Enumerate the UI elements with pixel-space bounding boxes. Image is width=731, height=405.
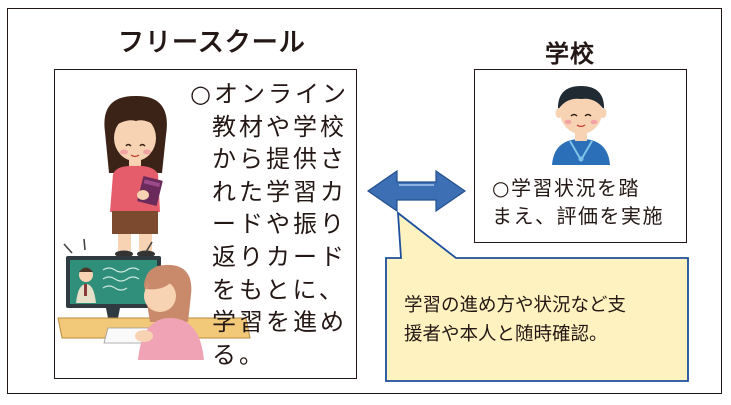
left-line: 学習を進め xyxy=(212,308,347,337)
right-line: ○学習状況を踏 xyxy=(492,176,640,200)
left-line: 教材や学校 xyxy=(212,112,347,141)
double-arrow-icon xyxy=(366,169,467,213)
left-line: をもとに、 xyxy=(212,275,346,304)
left-line: れた学習カ xyxy=(212,177,347,206)
left-line: 返りカード xyxy=(212,242,347,271)
free-school-description: ○オンライン 教材や学校 から提供さ れた学習カ ードや振り 返りカード をもと… xyxy=(190,78,349,371)
school-description: ○学習状況を踏 まえ、評価を実施 xyxy=(492,174,682,230)
right-line: まえ、評価を実施 xyxy=(492,204,664,228)
outer-frame xyxy=(7,8,722,394)
left-line: ○オンライン xyxy=(190,80,349,108)
callout-line: 学習の進め方や状況など支 xyxy=(404,295,627,316)
online-lesson-icon xyxy=(57,238,251,360)
left-line: から提供さ xyxy=(212,145,347,174)
school-title: 学校 xyxy=(545,40,595,68)
callout-text: 学習の進め方や状況など支 援者や本人と随時確認。 xyxy=(404,291,674,349)
callout-line: 援者や本人と随時確認。 xyxy=(404,324,608,345)
left-line: ードや振り xyxy=(212,210,347,239)
free-school-title: フリースクール xyxy=(118,28,306,58)
school-teacher-man-icon xyxy=(552,86,610,165)
teacher-woman-icon xyxy=(104,95,167,258)
callout-bubble xyxy=(385,211,689,382)
left-line: る。 xyxy=(212,340,266,369)
